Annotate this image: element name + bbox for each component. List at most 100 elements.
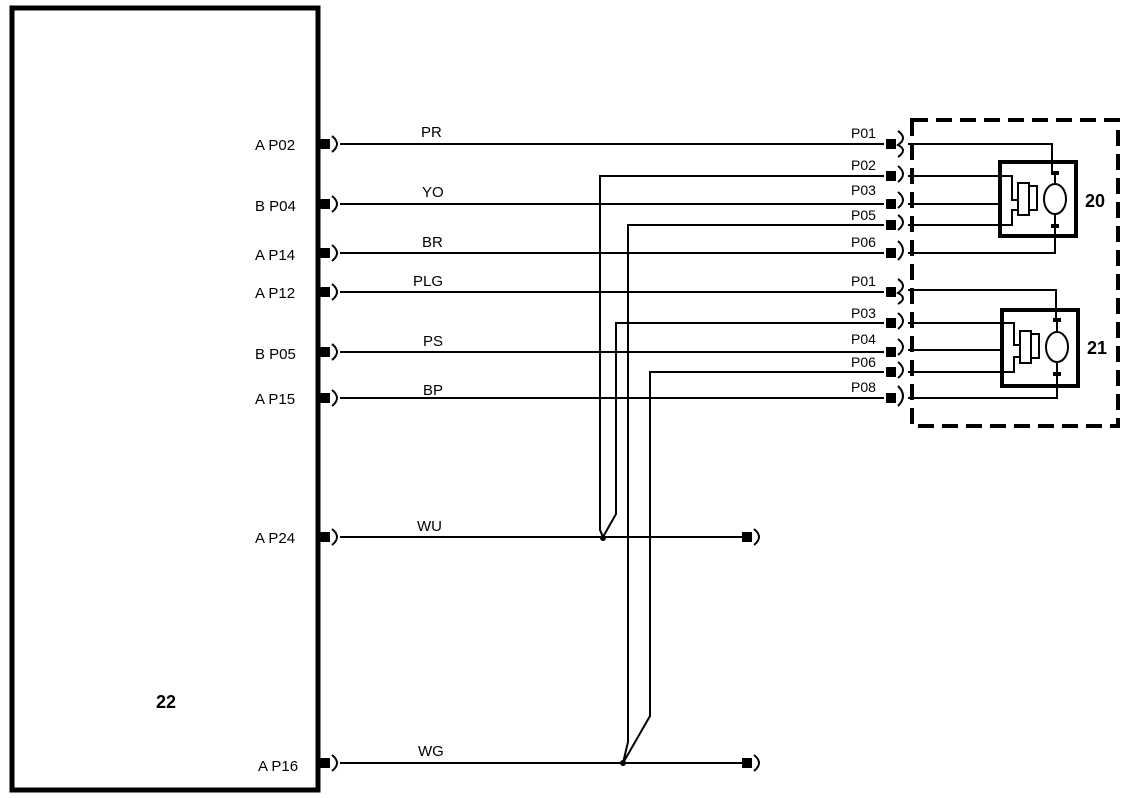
motor-20: 20 [908,143,1105,254]
wire-label: PR [421,124,442,141]
connector-pin-label: P02 [851,157,876,173]
ecu-plug [331,343,338,361]
motor-20-box [998,160,1078,238]
connector-terminal [886,318,896,328]
wire-20-p05 [908,209,1018,226]
ecu-plug [331,244,338,262]
wire-labels: PR YO BR PLG PS BP WU WG [413,124,444,760]
connector-pin-label: P03 [851,305,876,321]
ecu-outline [9,5,321,793]
wire-label: BR [422,234,443,251]
wire-wg-branch-21 [622,371,884,764]
resistor-21-icon [1019,330,1032,364]
wire-20-p01 [908,143,1053,171]
connector-terminals [886,130,904,407]
wire-20-p02 [908,175,1018,201]
wire-21-p06 [908,356,1020,373]
connector-pin-label: P08 [851,379,876,395]
ecu-plug [331,283,338,301]
connector-plug [897,385,904,407]
splices [600,535,626,766]
ecu-pin-label: A P14 [255,247,295,264]
wire-21-resistor-loop [1031,333,1040,359]
ecu-terminal [320,139,330,149]
wire-label: PLG [413,273,443,290]
wg-plug [753,754,760,772]
resistor-20-icon [1017,182,1030,216]
wire-wu-branch-20 [599,175,884,538]
ecu-pin-label: A P24 [255,530,295,547]
ecu-plug [331,389,338,407]
ecu-pin-label: B P04 [255,198,296,215]
wire-21-p03 [908,322,1020,346]
wire-label: WU [417,518,442,535]
ecu-terminal [320,393,330,403]
wires [340,143,884,764]
connector-plug [897,191,904,209]
wire-20-p06 [908,229,1056,254]
motor-21-box [1000,308,1080,388]
ecu-terminal [320,287,330,297]
connector-pin-labels: P01 P02 P03 P05 P06 P01 P03 P04 P06 P08 [851,125,876,395]
connector-terminal [886,171,896,181]
ecu-ref-label: 22 [156,692,176,712]
motor-21-brush [1053,372,1061,376]
splice-wu [600,535,606,541]
motor-20-brush [1051,224,1059,228]
ecu-plug [331,754,338,772]
motor-21: 21 [908,289,1107,399]
connector-terminal [886,248,896,258]
motor-20-ref-label: 20 [1085,191,1105,211]
connector-plug [896,278,904,305]
wire-20-resistor-loop [1029,185,1038,211]
connector-terminal [886,367,896,377]
ecu-pin-label: A P02 [255,137,295,154]
connector-terminal [886,220,896,230]
connector-terminal [886,139,896,149]
splice-wg [620,760,626,766]
ecu-terminals [320,135,338,772]
ecu-terminal [320,758,330,768]
ecu-pin-label: A P16 [258,758,298,775]
ecu-module: 22 [9,5,321,793]
ecu-plug [331,195,338,213]
motor-20-icon [1043,183,1067,215]
connector-plug [897,361,904,379]
wire-21-p01 [908,289,1057,318]
wire-wg-branch-20 [622,224,884,764]
connector-terminal [886,347,896,357]
connector-plug [897,338,904,356]
wire-label: BP [423,382,443,399]
wire-label: YO [422,184,444,201]
wire-wu-branch-21 [602,322,884,538]
ecu-terminal [320,347,330,357]
connector-plug [897,240,904,261]
ecu-terminal [320,199,330,209]
actuator-enclosure [910,118,1120,428]
connector-plug [897,312,904,330]
connector-pin-label: P06 [851,354,876,370]
wu-plug [753,528,760,546]
connector-pin-label: P06 [851,234,876,250]
connector-pin-label: P04 [851,331,876,347]
wire-21-p08 [908,376,1058,399]
motor-21-icon [1045,331,1069,363]
connector-pin-label: P01 [851,125,876,141]
ecu-plug [331,528,338,546]
connector-plug [897,165,904,183]
ecu-terminal [320,532,330,542]
connector-terminal [886,287,896,297]
motor-21-brush [1053,318,1061,322]
wire-label: PS [423,333,443,350]
ecu-pin-labels: A P02 B P04 A P14 A P12 B P05 A P15 A P2… [255,137,298,775]
ecu-pin-label: A P12 [255,285,295,302]
ecu-pin-label: B P05 [255,346,296,363]
ecu-pin-label: A P15 [255,391,295,408]
ecu-plug [331,135,338,153]
connector-pin-label: P01 [851,273,876,289]
wu-terminal [742,532,752,542]
connector-plug [897,214,904,231]
connector-terminal [886,199,896,209]
connector-pin-label: P03 [851,182,876,198]
